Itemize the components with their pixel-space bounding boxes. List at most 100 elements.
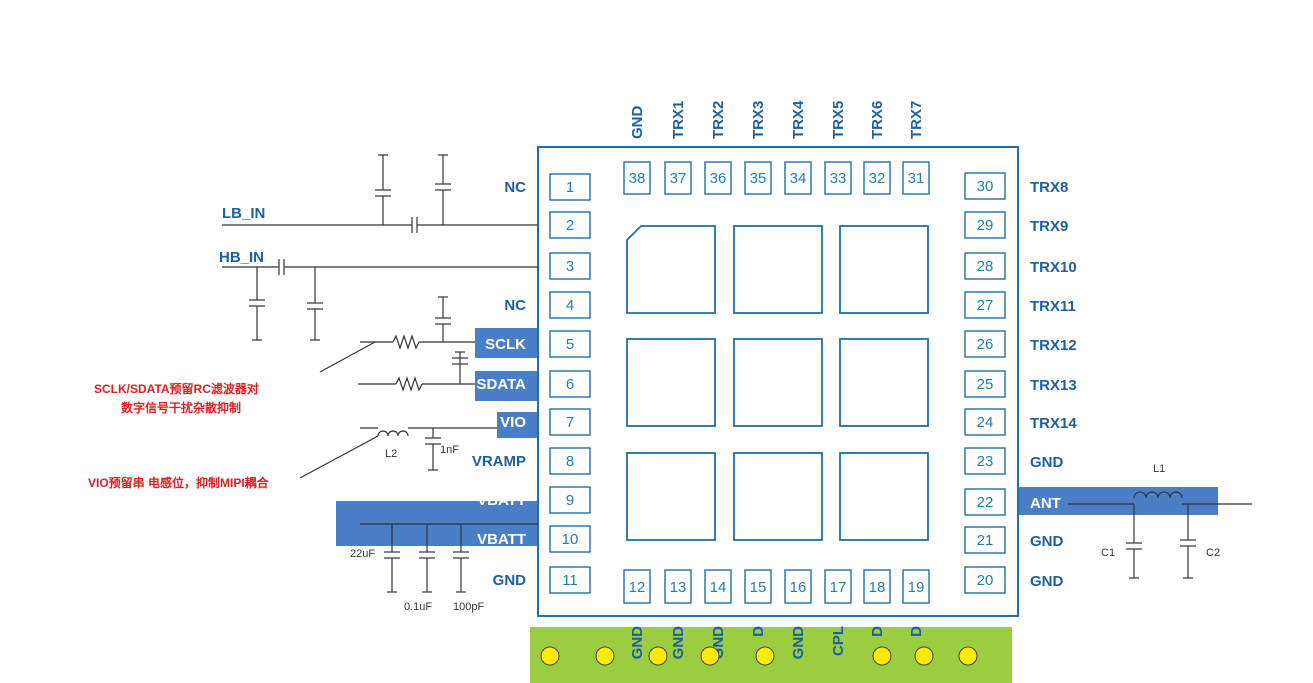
center-pad [839, 225, 929, 314]
hb-in-label: HB_IN [219, 249, 264, 266]
pin-number: 30 [977, 178, 994, 195]
pin-box [902, 161, 930, 195]
pin-label: GND [493, 572, 527, 589]
pin-label: TRX13 [1030, 377, 1077, 394]
left-pin-group: 1NC234NC5SCLK6SDATA7VIO8VRAMP9VBATT10VBA… [472, 173, 591, 594]
center-pad [733, 452, 823, 541]
pin-box [549, 211, 591, 239]
sclk-sdata-note-line2: 数字信号干扰杂散抑制 [121, 400, 241, 415]
pin-label: TRX3 [750, 101, 767, 139]
pin-box [964, 172, 1006, 200]
pin-label: GND [629, 626, 646, 660]
pin-number: 13 [670, 579, 687, 596]
sclk-highlight [475, 328, 538, 358]
pin-label: SCLK [485, 336, 526, 353]
pin-2: 2 [549, 211, 591, 239]
pad-dot [872, 646, 892, 666]
c2-label: C2 [1206, 547, 1220, 559]
center-pad [733, 338, 823, 427]
pin-number: 31 [908, 170, 925, 187]
pin-label: TRX6 [869, 101, 886, 139]
pin-box [964, 291, 1006, 319]
sdata-highlight [475, 371, 538, 401]
pin-1: 1NC [504, 173, 591, 201]
pin-box [549, 252, 591, 280]
pin-label: TRX8 [1030, 179, 1068, 196]
pin-label: TRX5 [830, 101, 847, 139]
pin-label: TRX10 [1030, 259, 1077, 276]
pin-label: VIO [500, 414, 526, 431]
pin-number: 23 [977, 453, 994, 470]
pin-number: 24 [977, 414, 994, 431]
pin-number: 22 [977, 494, 994, 511]
cap-1nf-label: 1nF [440, 444, 459, 456]
pin-box [744, 569, 772, 604]
pin-8: 8 VRAMP [472, 447, 591, 475]
pin-number: 35 [750, 170, 767, 187]
vio-note: VIO预留串 电感位，抑制MIPI耦合 [88, 475, 270, 490]
pin-box [549, 486, 591, 514]
pad-dot [914, 646, 934, 666]
pin-number: 8 [566, 453, 574, 470]
pin-21: 21 GND [964, 526, 1064, 554]
pin-box [964, 370, 1006, 398]
pin-label: TRX11 [1030, 298, 1076, 315]
pin-label: NC [504, 179, 526, 196]
pad-dot-group [540, 646, 978, 666]
pin-35: 35 TRX3 [744, 101, 772, 195]
pin-label: NC [504, 297, 526, 314]
pin-box [964, 211, 1006, 239]
pin-box [664, 161, 692, 195]
pin-number: 21 [977, 532, 994, 549]
pin-box [964, 566, 1006, 594]
cap-100pf-label: 100pF [453, 601, 484, 613]
chip-outline [537, 146, 1019, 617]
pin-30: 30 TRX8 [964, 172, 1068, 200]
cap-22uf-label: 22uF [350, 548, 375, 560]
pin-23: 23 GND [964, 447, 1064, 475]
pin-label: GND [1030, 454, 1064, 471]
pin-box [704, 569, 732, 604]
pin-number: 29 [977, 217, 994, 234]
pin-number: 27 [977, 297, 994, 314]
ant-highlight [1018, 487, 1218, 515]
pin-label: TRX2 [710, 101, 727, 139]
pin-9: 9 VBATT [477, 486, 591, 514]
pin-number: 2 [566, 217, 574, 234]
pin-box [549, 408, 591, 436]
pin-label: TRX4 [790, 100, 807, 139]
pin-label: TRX1 [670, 101, 687, 139]
pin-box [623, 569, 651, 604]
pin-box [902, 569, 930, 604]
center-pads [626, 225, 929, 541]
pin-number: 26 [977, 336, 994, 353]
l2-label: L2 [385, 448, 397, 460]
center-pad [626, 338, 716, 427]
pin-label: TRX14 [1030, 415, 1077, 432]
pin-number: 37 [670, 170, 687, 187]
center-pad [733, 225, 823, 314]
pin-label: GND [670, 626, 687, 660]
pin-number: 15 [750, 579, 767, 596]
pin-label: VRAMP [472, 453, 526, 470]
pin-3: 3 [549, 252, 591, 280]
pin-number: 9 [566, 492, 574, 509]
pin-37: 37 TRX1 [664, 101, 692, 195]
pin-label: VBATT [477, 492, 526, 509]
pin-label: GND [1030, 533, 1064, 550]
pin-label: TRX9 [1030, 218, 1068, 235]
top-pin-group: 38GND37TRX136TRX235TRX334TRX433TRX532TRX… [623, 100, 930, 195]
cap-01uf-label: 0.1uF [404, 601, 432, 613]
pin-box [964, 408, 1006, 436]
